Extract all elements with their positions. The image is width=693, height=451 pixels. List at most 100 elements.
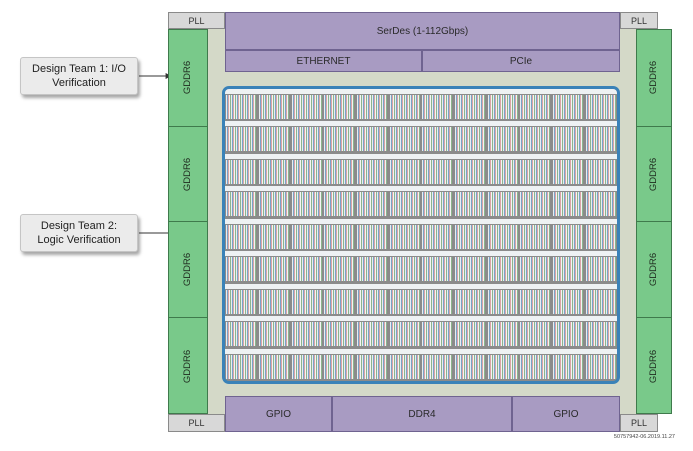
logic-row (225, 224, 617, 249)
figure-id: 50757942-06.2019.11.27 (613, 434, 675, 440)
logic-block (487, 224, 518, 249)
logic-block (520, 127, 551, 152)
logic-block (357, 257, 387, 282)
logic-row (225, 192, 617, 217)
logic-block (226, 159, 257, 184)
logic-block (422, 257, 453, 282)
gpio-right-block: GPIO (512, 396, 620, 432)
logic-block (226, 224, 257, 249)
gddr6-left-1-label: GDDR6 (182, 60, 194, 95)
logic-block (324, 192, 355, 217)
pll-bottom-right: PLL (620, 414, 658, 432)
logic-block (455, 257, 485, 282)
logic-block (585, 289, 616, 314)
logic-block (226, 127, 257, 152)
logic-block (291, 127, 322, 152)
gddr6-left-1: GDDR6 (168, 29, 208, 127)
logic-block (291, 192, 322, 217)
callout-design-team-2: Design Team 2: Logic Verification (20, 214, 138, 252)
logic-block (487, 192, 518, 217)
gddr6-left-3-label: GDDR6 (182, 252, 194, 287)
logic-block (553, 257, 583, 282)
routing-channel (225, 283, 617, 289)
logic-block (520, 289, 551, 314)
logic-block (422, 159, 453, 184)
logic-block (389, 127, 420, 152)
logic-block (553, 322, 583, 347)
ddr4-block: DDR4 (332, 396, 512, 432)
logic-block (226, 192, 257, 217)
logic-block (422, 322, 453, 347)
logic-row (225, 127, 617, 152)
logic-block (487, 95, 518, 119)
pcie-block: PCIe (422, 50, 620, 72)
logic-block (553, 224, 583, 249)
logic-block (324, 257, 355, 282)
routing-channel (225, 89, 617, 94)
logic-block (291, 354, 322, 379)
logic-block (259, 257, 289, 282)
callout-design-team-2-line1: Design Team 2: (40, 220, 118, 232)
pll-bottom-left: PLL (168, 414, 225, 432)
logic-block (357, 127, 387, 152)
logic-block (259, 127, 289, 152)
logic-block (389, 322, 420, 347)
gddr6-right-3: GDDR6 (636, 222, 672, 318)
logic-row (225, 289, 617, 314)
logic-block (389, 95, 420, 119)
logic-block (520, 257, 551, 282)
logic-block (487, 159, 518, 184)
logic-block (389, 257, 420, 282)
logic-block (520, 322, 551, 347)
logic-block (389, 354, 420, 379)
logic-block (291, 257, 322, 282)
logic-block (259, 95, 289, 119)
logic-block (226, 322, 257, 347)
logic-block (324, 95, 355, 119)
routing-channel (225, 218, 617, 224)
logic-block (520, 224, 551, 249)
logic-block (422, 127, 453, 152)
logic-block (259, 192, 289, 217)
logic-block (259, 224, 289, 249)
logic-block (520, 95, 551, 119)
routing-channel (225, 348, 617, 354)
gddr6-right-2: GDDR6 (636, 127, 672, 222)
logic-block (324, 354, 355, 379)
logic-block (226, 354, 257, 379)
logic-block (520, 192, 551, 217)
logic-block (585, 354, 616, 379)
logic-row (225, 322, 617, 347)
logic-block (226, 95, 257, 119)
logic-block (291, 289, 322, 314)
gddr6-right-1-label: GDDR6 (648, 60, 660, 95)
logic-block (553, 159, 583, 184)
logic-block (585, 257, 616, 282)
logic-block (357, 192, 387, 217)
routing-channel (225, 316, 617, 322)
logic-block (520, 159, 551, 184)
logic-block (553, 289, 583, 314)
logic-block (324, 322, 355, 347)
logic-row (225, 95, 617, 119)
logic-block (389, 289, 420, 314)
logic-block (259, 354, 289, 379)
logic-block (455, 159, 485, 184)
gddr6-right-4: GDDR6 (636, 318, 672, 414)
logic-block (585, 192, 616, 217)
logic-block (553, 127, 583, 152)
core-logic-fabric (222, 86, 620, 384)
logic-block (455, 95, 485, 119)
gddr6-right-4-label: GDDR6 (648, 349, 660, 383)
callout-design-team-1: Design Team 1: I/O Verification (20, 57, 138, 95)
logic-block (553, 95, 583, 119)
logic-block (389, 224, 420, 249)
logic-block (487, 322, 518, 347)
gddr6-left-3: GDDR6 (168, 222, 208, 318)
gddr6-right-3-label: GDDR6 (648, 252, 660, 287)
logic-block (585, 224, 616, 249)
logic-block (389, 192, 420, 217)
logic-block (291, 224, 322, 249)
logic-block (585, 159, 616, 184)
callout-design-team-1-line1: Design Team 1: I/O (32, 63, 126, 75)
